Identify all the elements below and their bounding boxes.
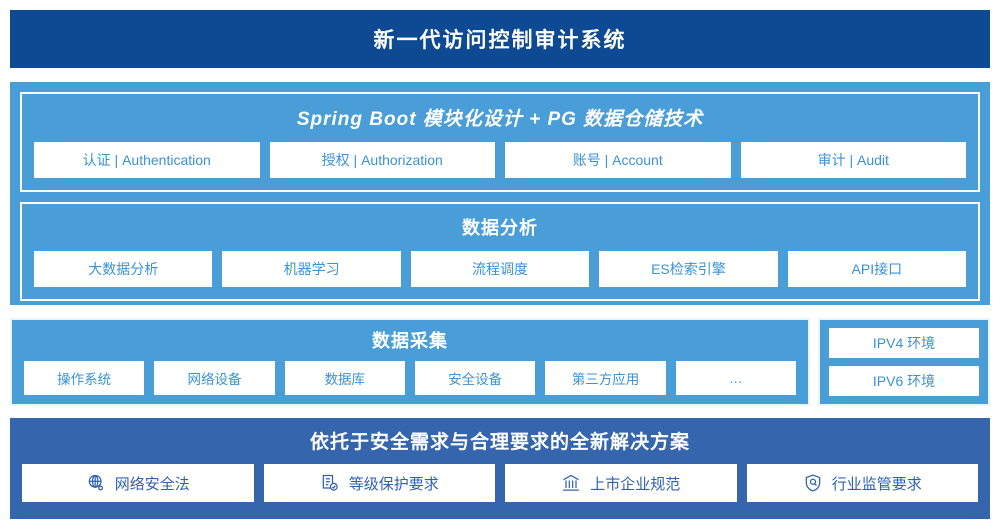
data-collection-chip-row: 操作系统 网络设备 数据库 安全设备 第三方应用 … bbox=[24, 361, 796, 395]
chip-label: 行业监管要求 bbox=[831, 475, 922, 493]
chip-label: ES检索引擎 bbox=[651, 261, 726, 277]
chip-audit[interactable]: 审计 | Audit bbox=[740, 142, 966, 178]
chip-cybersecurity-law[interactable]: 网络安全法 bbox=[22, 464, 254, 502]
chip-label: API接口 bbox=[851, 261, 903, 277]
chip-more-ellipsis[interactable]: … bbox=[675, 361, 796, 395]
chip-label: 审计 | Audit bbox=[817, 152, 889, 168]
chip-label: IPV6 环境 bbox=[872, 373, 936, 389]
spring-boot-chip-row: 认证 | Authentication 授权 | Authorization 账… bbox=[34, 142, 966, 178]
chip-label: 网络设备 bbox=[187, 372, 242, 387]
chip-industry-regulatory-requirements[interactable]: 行业监管要求 bbox=[746, 464, 978, 502]
chip-label: 流程调度 bbox=[472, 261, 529, 277]
chip-network-device[interactable]: 网络设备 bbox=[154, 361, 275, 395]
chip-es-search-engine[interactable]: ES检索引擎 bbox=[599, 251, 778, 287]
data-analysis-group-heading: 数据分析 bbox=[462, 218, 538, 238]
globe-network-icon bbox=[86, 473, 106, 493]
chip-label: 网络安全法 bbox=[114, 475, 190, 493]
chip-label: 操作系统 bbox=[57, 372, 112, 387]
network-environment-panel: IPV4 环境 IPV6 环境 bbox=[818, 318, 990, 406]
chip-label: 授权 | Authorization bbox=[321, 152, 443, 168]
chip-api-interface[interactable]: API接口 bbox=[787, 251, 967, 287]
chip-authentication[interactable]: 认证 | Authentication bbox=[34, 142, 260, 178]
chip-label: 认证 | Authentication bbox=[82, 152, 211, 168]
page-title: 新一代访问控制审计系统 bbox=[373, 29, 627, 52]
solution-panel: 依托于安全需求与合理要求的全新解决方案 网络安全法 bbox=[10, 418, 990, 519]
chip-label: 等级保护要求 bbox=[348, 475, 439, 493]
chip-database[interactable]: 数据库 bbox=[284, 361, 405, 395]
chip-machine-learning[interactable]: 机器学习 bbox=[222, 251, 401, 287]
chip-listed-company-standards[interactable]: 上市企业规范 bbox=[505, 464, 737, 502]
chip-label: 大数据分析 bbox=[88, 261, 159, 277]
chip-label: 账号 | Account bbox=[572, 152, 663, 168]
chip-process-scheduling[interactable]: 流程调度 bbox=[410, 251, 590, 287]
chip-label: … bbox=[729, 370, 743, 386]
chip-authorization[interactable]: 授权 | Authorization bbox=[269, 142, 495, 178]
shield-search-icon bbox=[803, 473, 823, 493]
data-analysis-group: 数据分析 大数据分析 机器学习 流程调度 ES检索引擎 API接口 bbox=[20, 202, 980, 301]
chip-label: 第三方应用 bbox=[571, 372, 640, 387]
chip-label: 机器学习 bbox=[283, 261, 340, 277]
chip-label: IPV4 环境 bbox=[872, 335, 936, 351]
page-title-bar: 新一代访问控制审计系统 bbox=[10, 10, 990, 68]
chip-ipv6-environment[interactable]: IPV6 环境 bbox=[829, 366, 979, 396]
data-collection-panel: 数据采集 操作系统 网络设备 数据库 安全设备 第三方应用 … bbox=[10, 318, 810, 406]
bank-building-icon bbox=[561, 473, 581, 493]
chip-label: 数据库 bbox=[324, 372, 366, 387]
chip-operating-system[interactable]: 操作系统 bbox=[24, 361, 145, 395]
data-collection-heading: 数据采集 bbox=[372, 331, 448, 351]
solution-chip-row: 网络安全法 等级保护要求 bbox=[22, 464, 978, 502]
solution-panel-heading: 依托于安全需求与合理要求的全新解决方案 bbox=[309, 432, 690, 453]
spring-boot-group-heading: Spring Boot 模块化设计 + PG 数据仓储技术 bbox=[296, 109, 704, 130]
chip-ipv4-environment[interactable]: IPV4 环境 bbox=[829, 328, 979, 358]
chip-big-data-analysis[interactable]: 大数据分析 bbox=[34, 251, 213, 287]
platform-stack-panel: Spring Boot 模块化设计 + PG 数据仓储技术 认证 | Authe… bbox=[10, 82, 990, 305]
chip-label: 安全设备 bbox=[448, 372, 503, 387]
spring-boot-group: Spring Boot 模块化设计 + PG 数据仓储技术 认证 | Authe… bbox=[20, 92, 980, 192]
chip-label: 上市企业规范 bbox=[590, 475, 681, 493]
data-analysis-chip-row: 大数据分析 机器学习 流程调度 ES检索引擎 API接口 bbox=[34, 251, 967, 287]
chip-account[interactable]: 账号 | Account bbox=[505, 142, 731, 178]
chip-security-device[interactable]: 安全设备 bbox=[414, 361, 536, 395]
chip-classified-protection-requirements[interactable]: 等级保护要求 bbox=[263, 464, 495, 502]
chip-third-party-application[interactable]: 第三方应用 bbox=[545, 361, 666, 395]
document-check-icon bbox=[320, 473, 340, 493]
